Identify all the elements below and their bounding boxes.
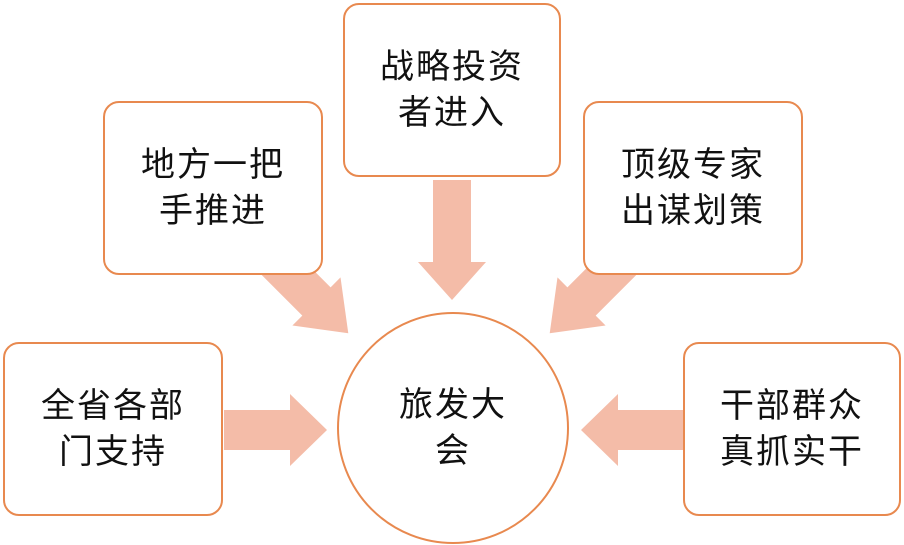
node-upper-right-line1: 顶级专家: [621, 145, 765, 185]
center-line2: 会: [435, 431, 471, 471]
node-upper-right-line2: 出谋划策: [621, 191, 765, 231]
node-right-line1: 干部群众: [720, 386, 864, 426]
node-left-line1: 全省各部: [41, 386, 185, 426]
arrow-top-to-center: [418, 180, 486, 300]
arrow-left-to-center: [224, 394, 327, 466]
node-right-label: 干部群众 真抓实干: [720, 383, 864, 475]
node-top-line1: 战略投资: [380, 47, 524, 87]
arrow-right-to-center: [581, 394, 684, 466]
node-upper-left: 地方一把 手推进: [103, 101, 323, 275]
node-upper-left-line2: 手推进: [159, 191, 267, 231]
node-upper-right-label: 顶级专家 出谋划策: [621, 142, 765, 234]
node-upper-right: 顶级专家 出谋划策: [583, 101, 803, 275]
node-left-label: 全省各部 门支持: [41, 383, 185, 475]
node-upper-left-label: 地方一把 手推进: [141, 142, 285, 234]
node-top-label: 战略投资 者进入: [380, 44, 524, 136]
node-right: 干部群众 真抓实干: [683, 342, 901, 516]
center-label: 旅发大 会: [399, 382, 507, 474]
node-right-line2: 真抓实干: [720, 432, 864, 472]
center-line1: 旅发大: [399, 385, 507, 425]
node-left-line2: 门支持: [59, 432, 167, 472]
center-circle: 旅发大 会: [337, 312, 569, 544]
node-upper-left-line1: 地方一把: [141, 145, 285, 185]
node-left: 全省各部 门支持: [3, 342, 223, 516]
node-top: 战略投资 者进入: [343, 3, 561, 177]
node-top-line2: 者进入: [398, 93, 506, 133]
